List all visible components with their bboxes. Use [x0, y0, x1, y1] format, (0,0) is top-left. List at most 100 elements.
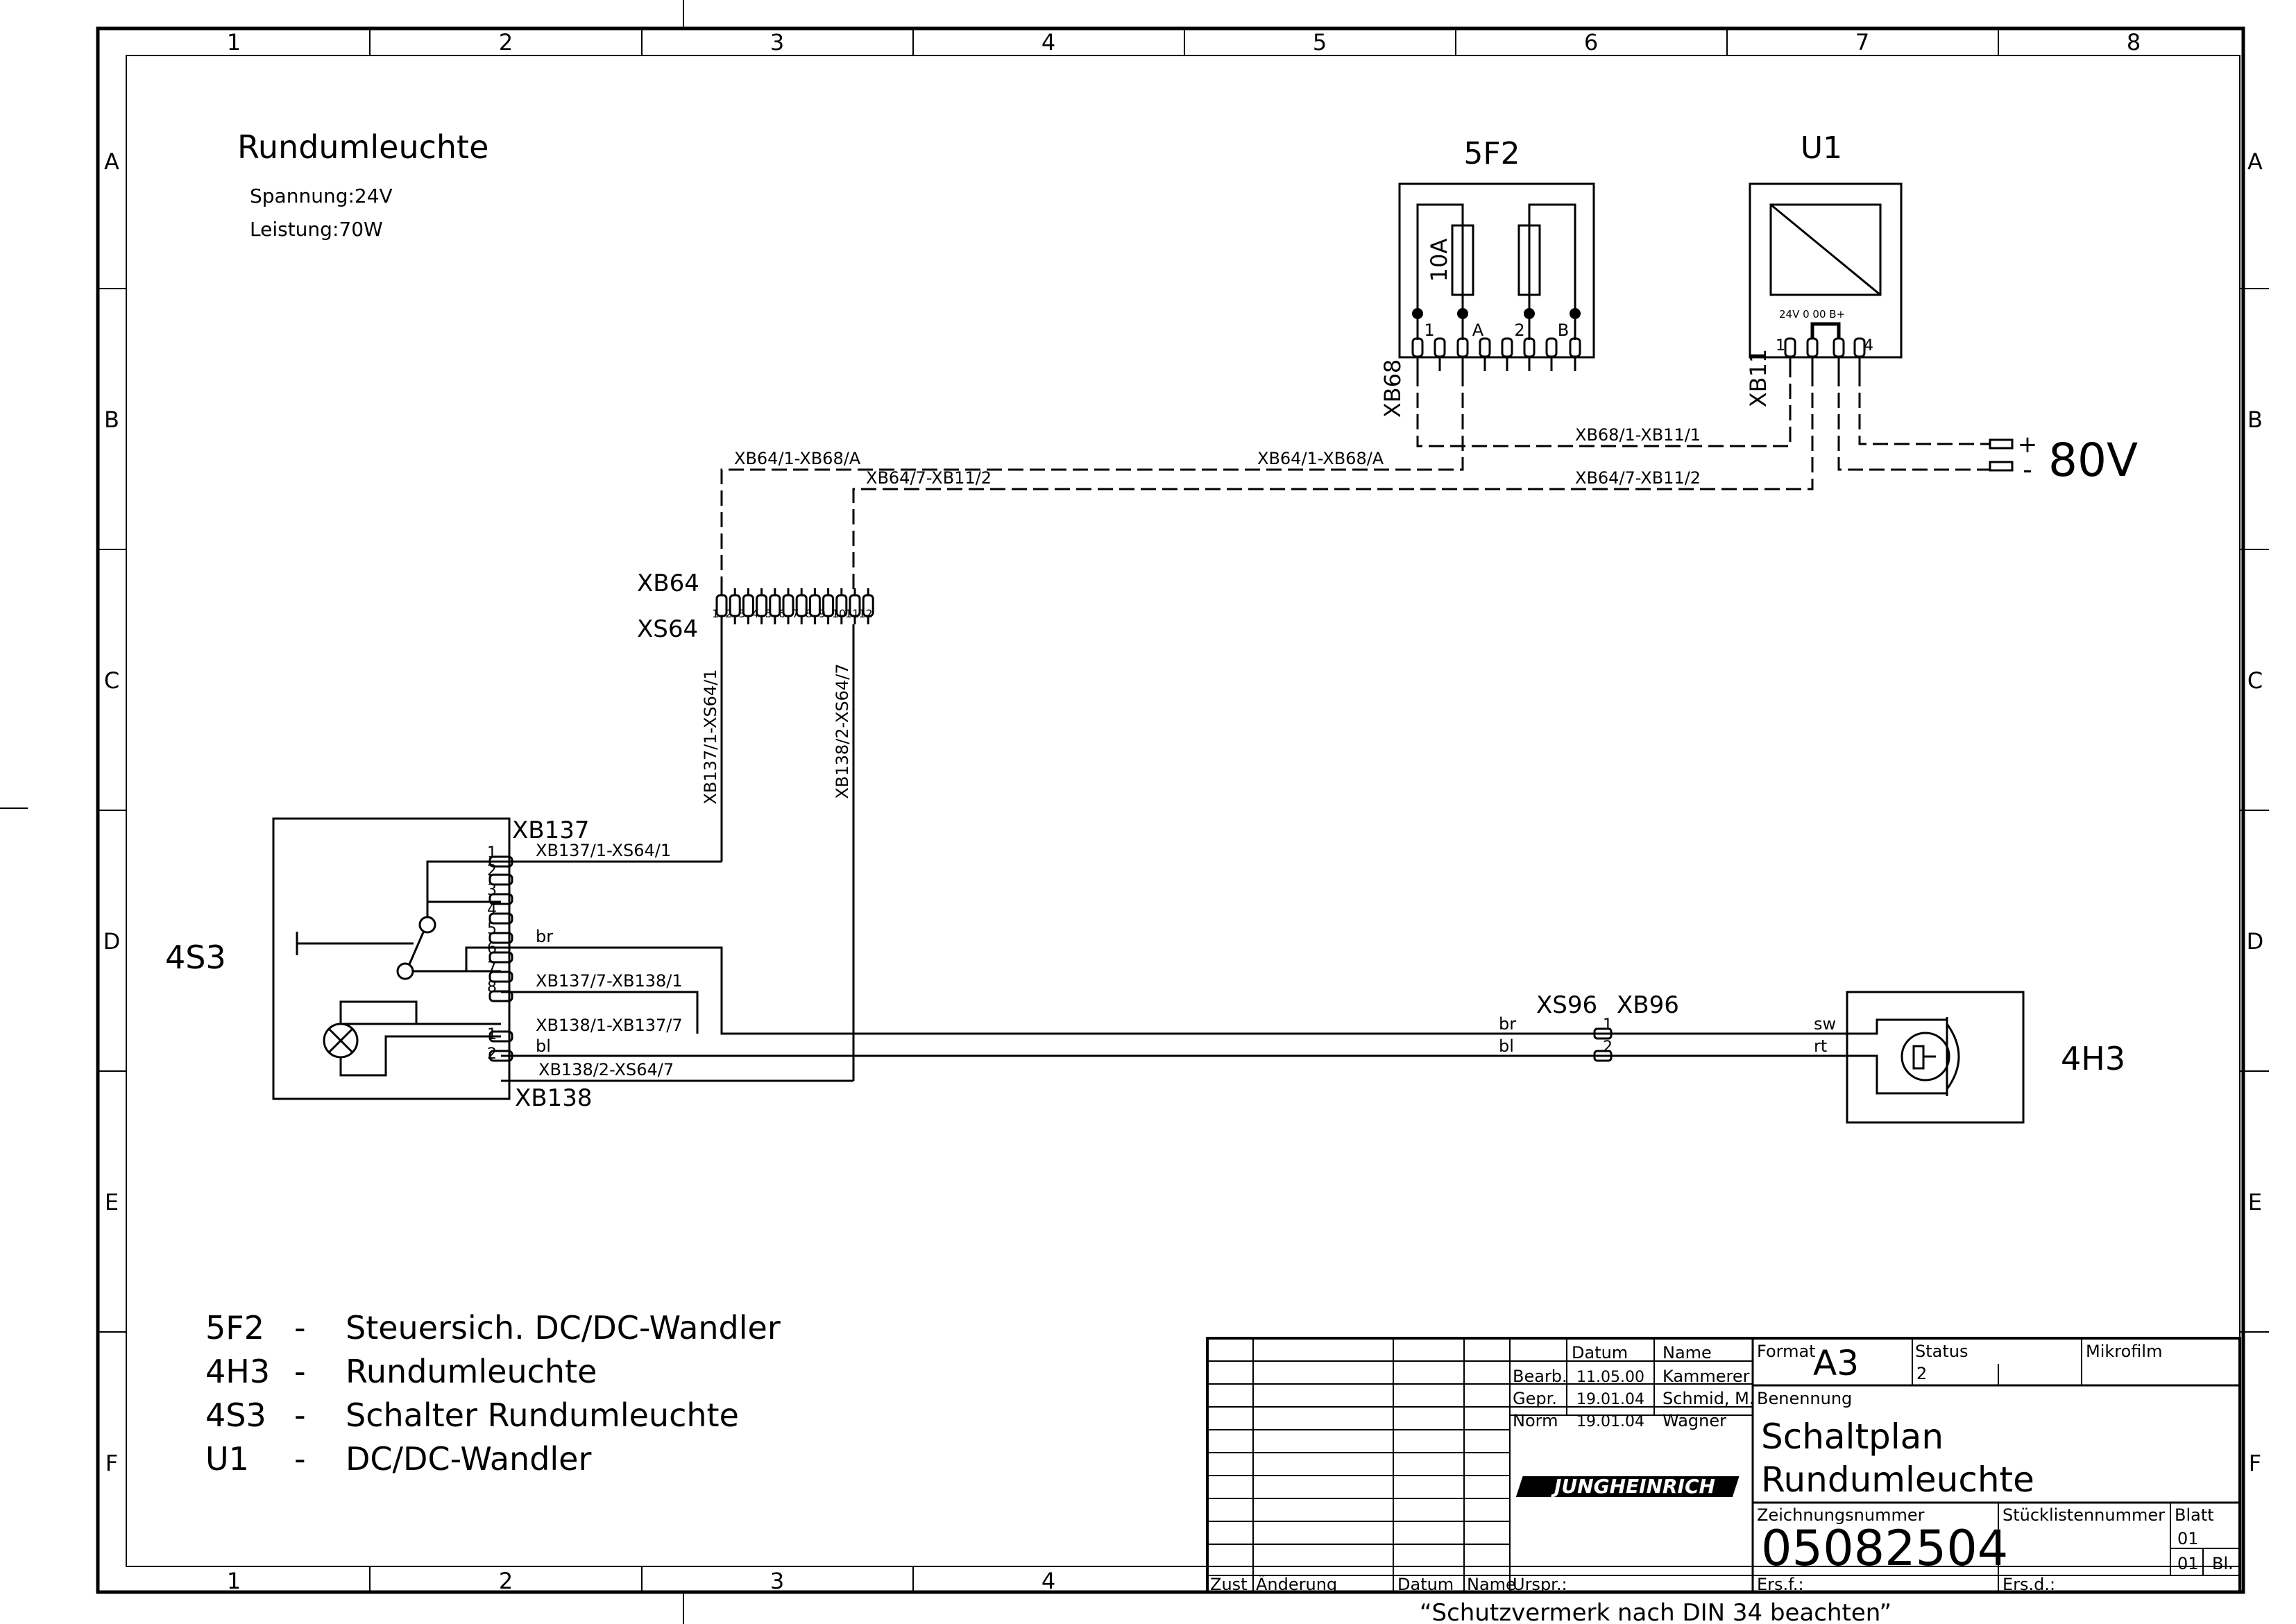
row-labels: A B C D E F A B C D E F [103, 148, 2264, 1476]
xb68-terminal-strip [1411, 337, 1581, 371]
wire-xb64-1-xb68-a [720, 371, 1464, 591]
fuse-rating: 10A [1426, 239, 1452, 282]
bus-socket-label: XS64 [637, 615, 698, 643]
legend-code: 5F2 [205, 1309, 264, 1347]
bus-pin-number: 4 [752, 607, 759, 620]
legend-dash: - [294, 1440, 306, 1478]
legend-code: U1 [205, 1440, 249, 1478]
rev-datum: Datum [1397, 1575, 1454, 1594]
wire-xb64-7-xb11-2 [852, 371, 1814, 591]
fuse-element-1 [1451, 224, 1474, 296]
name: Schmid, M. [1663, 1389, 1755, 1408]
format-value: A3 [1813, 1343, 1859, 1383]
col-label: 2 [499, 1568, 513, 1594]
wire-labels-top: XB64/1-XB68/A XB64/1-XB68/A XB64/7-XB11/… [734, 425, 1701, 488]
lamp-socket-label: XS96 [1536, 991, 1597, 1019]
converter-box [1749, 182, 1903, 359]
format-label: Format [1757, 1342, 1816, 1361]
date: 19.01.04 [1576, 1391, 1644, 1408]
col-label: 4 [1041, 1568, 1055, 1594]
ersd-label: Ers.d.: [2002, 1575, 2055, 1594]
converter-pin: 4 [1864, 337, 1873, 354]
wire-label: XB68/1-XB11/1 [1575, 425, 1701, 445]
wire-label: XB137/1-XS64/1 [701, 669, 720, 804]
legend-dash: - [294, 1309, 306, 1347]
lamp-connector-pin1 [1593, 1027, 1613, 1040]
row-label: B [2247, 407, 2263, 433]
supply-plus-terminal [1989, 438, 2014, 450]
wire-label: XB137/7-XB138/1 [536, 971, 683, 991]
wire-label: bl [536, 1036, 551, 1056]
role: Gepr. [1513, 1389, 1557, 1408]
legend-desc: Rundumleuchte [346, 1353, 597, 1390]
switch-contact-top [418, 916, 436, 934]
switch-lever [408, 932, 425, 965]
bus-plug-label: XB64 [637, 570, 699, 597]
col-label: 6 [1584, 29, 1598, 55]
bl-label: Bl. [2212, 1554, 2234, 1573]
date: 19.01.04 [1576, 1413, 1644, 1430]
switch-pin-numbers: 1 2 3 4 5 6 7 8 1 2 [487, 844, 497, 1063]
fuse-pin: A [1472, 320, 1484, 340]
fuse-pin: 2 [1514, 320, 1524, 340]
wire-label: XB138/1-XB137/7 [536, 1016, 683, 1035]
zone-columns-bottom [369, 1566, 914, 1592]
switch-pin: 1 [487, 1026, 497, 1043]
bus-pin-number: 2 [725, 607, 732, 620]
row-label: A [2247, 148, 2263, 175]
zone-columns-top [369, 28, 1999, 55]
legend-desc: DC/DC-Wandler [346, 1440, 591, 1478]
title-block: Datum Name Bearb. Gepr. Norm 11.05.00 19… [1206, 1337, 2241, 1594]
company-logo: JUNGHEINRICH [1515, 1475, 1740, 1498]
blatt-value: 01 [2177, 1529, 2199, 1548]
converter-connector-label: XB11 [1745, 349, 1771, 408]
col-label: 3 [770, 29, 784, 55]
date: 11.05.00 [1576, 1369, 1644, 1386]
switch-pin: 3 [487, 882, 497, 899]
column-labels-bottom: 1 2 3 4 [227, 1568, 1055, 1594]
bus-pin-number: 8 [805, 607, 812, 620]
title-block-frame [1206, 1337, 2241, 1593]
legend-desc: Steuersich. DC/DC-Wandler [346, 1309, 781, 1347]
legend-desc: Schalter Rundumleuchte [346, 1396, 739, 1434]
wire-label: XB137/1-XS64/1 [536, 841, 671, 860]
wire-label: rt [1814, 1036, 1827, 1056]
lamp-4H3: XS96 XB96 1 2 br bl sw rt 4H3 [1499, 991, 2125, 1124]
benennung-line1: Schaltplan [1761, 1417, 1944, 1457]
bus-pin-number: 10 [832, 607, 846, 620]
fuse-element-2 [1517, 224, 1541, 296]
rev-name: Name [1467, 1575, 1516, 1594]
col-label: 3 [770, 1568, 784, 1594]
converter-id: U1 [1801, 130, 1842, 166]
fuse-5F2: 5F2 10A 1 A 2 B [1379, 136, 1595, 418]
switch-pin: 7 [487, 959, 497, 977]
converter-U1: U1 24V 0 00 B+ 1 4 XB11 + - 80V [1745, 130, 2138, 487]
wire-label: bl [1499, 1036, 1514, 1056]
switch-wire-labels: XB137/1-XS64/1 br XB137/7-XB138/1 XB138/… [536, 841, 683, 1079]
status-label: Status [1915, 1342, 1968, 1361]
converter-terminals: 24V 0 00 B+ [1779, 308, 1845, 320]
switch-pin: 2 [487, 1045, 497, 1063]
legend-dash: - [294, 1353, 306, 1390]
name: Wagner [1663, 1411, 1726, 1430]
rev-aenderung: Änderung [1256, 1574, 1337, 1594]
beacon-lamp-icon [1900, 1032, 1950, 1082]
switch-box [272, 817, 511, 1100]
converter-symbol [1769, 203, 1882, 296]
bus-pin-number: 12 [858, 607, 872, 620]
col-label: 2 [499, 29, 513, 55]
switch-pin: 1 [487, 844, 497, 862]
converter-pin: 1 [1776, 337, 1785, 354]
col-label: 8 [2127, 29, 2141, 55]
mikrofilm-label: Mikrofilm [2086, 1342, 2162, 1361]
wire-xb137-7-xb138-1 [501, 991, 699, 1034]
blatt-label: Blatt [2175, 1505, 2214, 1525]
wire-label: XB64/7-XB11/2 [1575, 468, 1701, 488]
wire-label: XB138/2-XS64/7 [538, 1060, 674, 1079]
row-label: F [2249, 1450, 2261, 1476]
col-label: 5 [1313, 29, 1327, 55]
bus-pin-number: 6 [779, 607, 785, 620]
wire-label: XB64/1-XB68/A [1257, 449, 1384, 468]
bus-pin-number: 5 [765, 607, 772, 620]
col-datum: Datum [1572, 1343, 1628, 1362]
